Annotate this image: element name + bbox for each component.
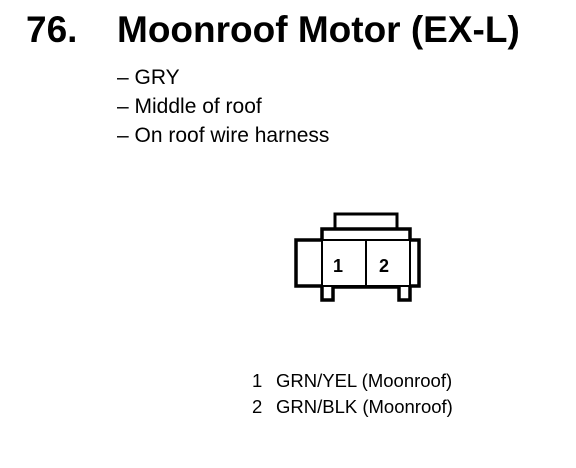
pin-1-label: 1	[333, 256, 343, 276]
detail-location: – Middle of roof	[117, 95, 262, 118]
pin-assignment-list: 1 GRN/YEL (Moonroof) 2 GRN/BLK (Moonroof)	[252, 368, 453, 420]
detail-color: – GRY	[117, 66, 180, 89]
detail-harness: – On roof wire harness	[117, 124, 330, 147]
pin-number: 2	[252, 396, 263, 417]
pin-assignment-row: 2 GRN/BLK (Moonroof)	[252, 394, 453, 420]
pin-description: GRN/YEL (Moonroof)	[276, 370, 453, 391]
pin-assignment-row: 1 GRN/YEL (Moonroof)	[252, 368, 453, 394]
pin-number: 1	[252, 370, 263, 391]
pin-2-label: 2	[379, 256, 389, 276]
component-number: 76.	[26, 9, 78, 50]
pin-description: GRN/BLK (Moonroof)	[276, 396, 453, 417]
component-details: – GRY – Middle of roof – On roof wire ha…	[117, 63, 329, 150]
component-title: Moonroof Motor (EX-L)	[117, 9, 520, 50]
